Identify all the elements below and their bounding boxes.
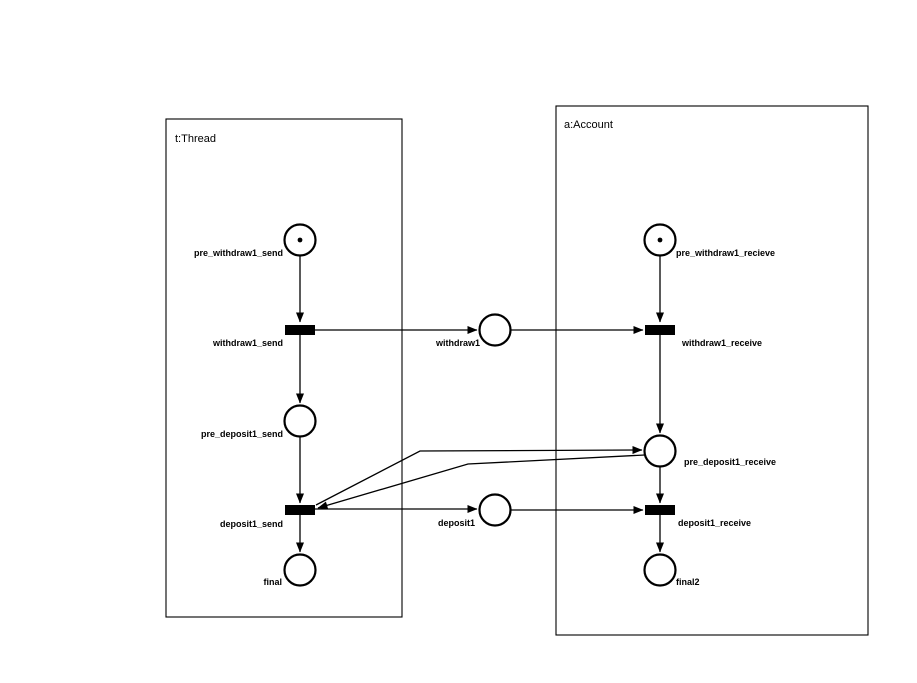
place-label-pre_deposit1_receive: pre_deposit1_receive <box>684 457 776 467</box>
place-label-final: final <box>263 577 282 587</box>
place-pre_deposit1_send[interactable] <box>283 404 317 438</box>
transition-label-deposit1_send: deposit1_send <box>220 519 283 529</box>
transition-withdraw1_send[interactable] <box>285 325 315 335</box>
container-title-account: a:Account <box>564 119 613 131</box>
arc-deposit1_send-to-pre_deposit1_receive <box>315 446 643 506</box>
place-label-pre_withdraw1_recieve: pre_withdraw1_recieve <box>676 248 775 258</box>
place-pre_deposit1_receive[interactable] <box>643 434 677 468</box>
token-dot-pre_withdraw1_recieve <box>657 237 663 243</box>
token-dot-pre_withdraw1_send <box>297 237 303 243</box>
transition-label-withdraw1_receive: withdraw1_receive <box>681 338 762 348</box>
transition-deposit1_send[interactable] <box>285 505 315 515</box>
arc-pre_deposit1_receive-to-deposit1_send <box>317 454 646 510</box>
place-label-deposit1: deposit1 <box>438 518 475 528</box>
place-label-final2: final2 <box>676 577 700 587</box>
place-label-withdraw1: withdraw1 <box>435 338 480 348</box>
container-box-thread <box>165 118 403 618</box>
transition-deposit1_receive[interactable] <box>645 505 675 515</box>
place-label-pre_withdraw1_send: pre_withdraw1_send <box>194 248 283 258</box>
place-final[interactable] <box>283 553 317 587</box>
transition-label-deposit1_receive: deposit1_receive <box>678 518 751 528</box>
place-label-pre_deposit1_send: pre_deposit1_send <box>201 429 283 439</box>
place-deposit1[interactable] <box>478 493 512 527</box>
place-withdraw1[interactable] <box>478 313 512 347</box>
place-final2[interactable] <box>643 553 677 587</box>
container-title-thread: t:Thread <box>175 133 216 145</box>
transition-withdraw1_receive[interactable] <box>645 325 675 335</box>
container-box-account <box>555 105 869 636</box>
transition-label-withdraw1_send: withdraw1_send <box>212 338 283 348</box>
